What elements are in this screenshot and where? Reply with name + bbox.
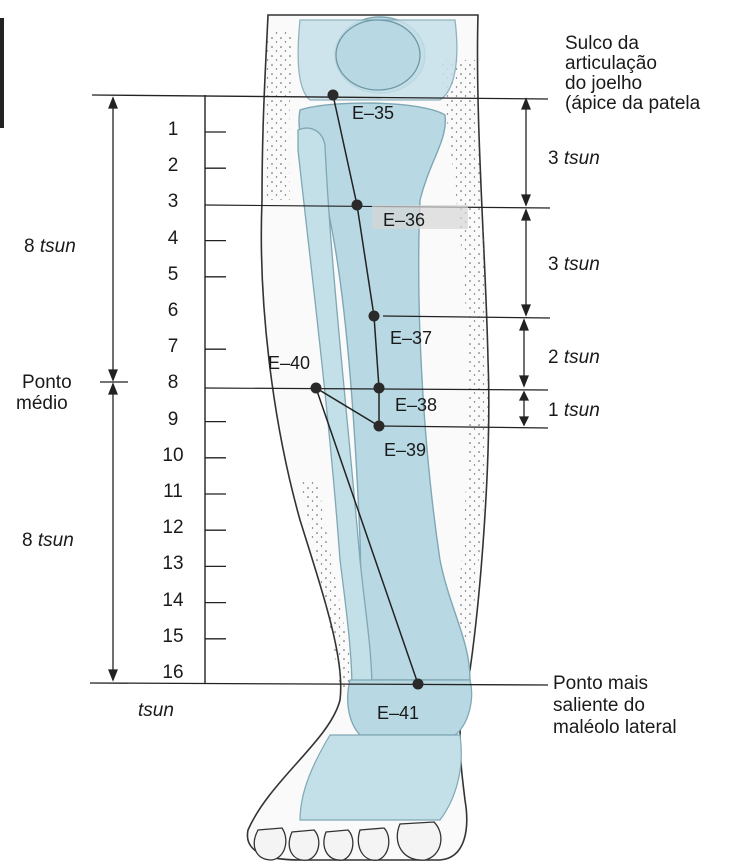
left-measure-lower-value: 8 bbox=[22, 530, 33, 551]
scale-number: 11 bbox=[153, 482, 193, 502]
scale-number: 3 bbox=[153, 192, 193, 212]
point-label-e36: E–36 bbox=[383, 210, 425, 230]
foot-bones bbox=[300, 735, 461, 820]
midpoint-line2: médio bbox=[16, 393, 72, 414]
scale-ticks bbox=[205, 132, 226, 639]
scale-number: 10 bbox=[153, 446, 193, 466]
right-measure-2-value: 3 bbox=[548, 254, 559, 275]
left-measure-upper-value: 8 bbox=[24, 236, 35, 257]
malleolus-landmark-line1: Ponto mais bbox=[553, 673, 677, 695]
scale-number: 6 bbox=[153, 301, 193, 321]
right-measure-4-unit: tsun bbox=[564, 400, 600, 421]
right-measure-1-unit: tsun bbox=[564, 148, 600, 169]
left-measure-lower-unit: tsun bbox=[38, 530, 74, 551]
left-dimension-arrows bbox=[100, 98, 128, 680]
scale-number: 14 bbox=[153, 591, 193, 611]
scale-number: 9 bbox=[153, 410, 193, 430]
patella-front bbox=[336, 20, 420, 90]
point-label-e40: E–40 bbox=[268, 353, 310, 373]
scale-number: 5 bbox=[153, 265, 193, 285]
midpoint-line1: Ponto bbox=[16, 372, 72, 393]
point-label-e41: E–41 bbox=[377, 703, 419, 723]
right-measure-2-unit: tsun bbox=[564, 254, 600, 275]
right-measure-1: 3 tsun bbox=[548, 148, 600, 169]
point-label-e39: E–39 bbox=[384, 440, 426, 460]
knee-landmark-line2: articulação bbox=[565, 54, 700, 74]
right-dimension-arrows bbox=[520, 99, 530, 425]
scale-number: 8 bbox=[153, 373, 193, 393]
scale-number: 12 bbox=[153, 518, 193, 538]
point-label-e37: E–37 bbox=[390, 328, 432, 348]
left-edge-mark bbox=[0, 18, 4, 128]
knee-landmark-label: Sulco da articulação do joelho (ápice da… bbox=[565, 34, 700, 114]
right-measure-4: 1 tsun bbox=[548, 400, 600, 421]
scale-unit-label: tsun bbox=[138, 700, 174, 721]
midpoint-label: Ponto médio bbox=[16, 372, 72, 414]
right-measure-3-value: 2 bbox=[548, 347, 559, 368]
scale-number: 13 bbox=[153, 554, 193, 574]
right-measure-3: 2 tsun bbox=[548, 347, 600, 368]
scale-number: 1 bbox=[153, 120, 193, 140]
scale-number: 7 bbox=[153, 337, 193, 357]
left-measure-upper: 8 tsun bbox=[24, 236, 76, 257]
scale-number: 16 bbox=[153, 663, 193, 683]
scale-number: 2 bbox=[153, 156, 193, 176]
malleolus-landmark-label: Ponto mais saliente do maléolo lateral bbox=[553, 673, 677, 739]
right-measure-4-value: 1 bbox=[548, 400, 559, 421]
knee-landmark-line4: (ápice da patela bbox=[565, 94, 700, 114]
right-measure-1-value: 3 bbox=[548, 148, 559, 169]
malleolus-landmark-line2: saliente do bbox=[553, 695, 677, 717]
left-measure-lower: 8 tsun bbox=[22, 530, 74, 551]
malleolus-landmark-line3: maléolo lateral bbox=[553, 717, 677, 739]
knee-landmark-line3: do joelho bbox=[565, 74, 700, 94]
scale-number: 15 bbox=[153, 627, 193, 647]
point-label-e38: E–38 bbox=[395, 395, 437, 415]
left-measure-upper-unit: tsun bbox=[40, 236, 76, 257]
scale-number: 4 bbox=[153, 229, 193, 249]
right-measure-3-unit: tsun bbox=[564, 347, 600, 368]
point-label-e35: E–35 bbox=[352, 103, 394, 123]
right-measure-2: 3 tsun bbox=[548, 254, 600, 275]
ankle-reference-line bbox=[90, 683, 548, 685]
knee-landmark-line1: Sulco da bbox=[565, 34, 700, 54]
